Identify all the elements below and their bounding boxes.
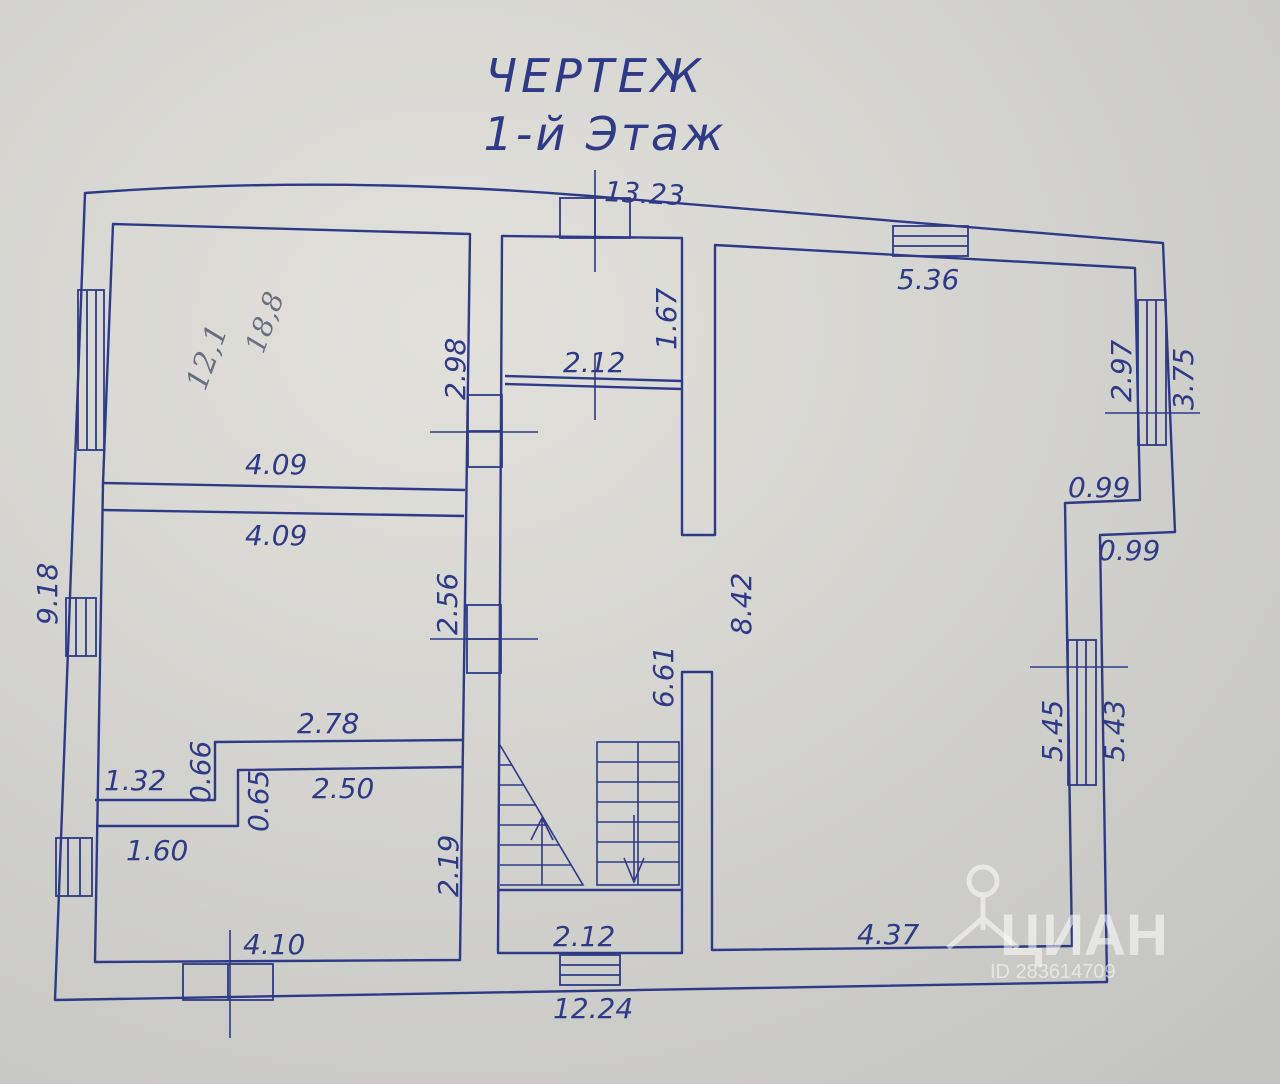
dim-room-ml-height: 2.56 [431, 573, 464, 635]
dim-big-room-top: 5.36 [897, 263, 959, 296]
window-right-lower [1067, 639, 1097, 786]
window-left-lower [55, 837, 93, 897]
window-left-middle [65, 597, 97, 657]
dim-right-lower-inner: 5.45 [1036, 700, 1069, 762]
window-bottom-left [182, 963, 274, 1001]
dim-small-room-width: 2.12 [563, 346, 625, 379]
floor-subtitle: 1-й Этаж [484, 107, 727, 161]
partition-top-middle [101, 481, 466, 518]
dim-stair-height: 2.19 [432, 835, 465, 897]
window-left-upper [77, 289, 105, 451]
dim-step-width: 2.78 [297, 707, 359, 740]
dim-room-bl-left: 1.60 [126, 834, 188, 867]
corridor-walls [496, 234, 1142, 955]
watermark-brand: ЦИАН [1000, 903, 1168, 968]
dim-left-total: 9.18 [31, 563, 64, 625]
dim-room-bl-height: 0.65 [242, 770, 275, 832]
dim-bottom-total: 12.24 [553, 992, 633, 1025]
dim-room-ml-width: 4.09 [245, 519, 307, 552]
dim-small-room-height: 1.67 [650, 287, 683, 350]
dim-top-total: 13.23 [604, 175, 686, 212]
small-room-partition [504, 374, 683, 391]
walls [53, 183, 1177, 1002]
dim-right-window-outer: 3.75 [1167, 348, 1200, 410]
dim-room-tl-width: 4.09 [245, 448, 307, 481]
dim-room-bl-bottom: 4.10 [243, 928, 305, 961]
dim-big-room-height: 8.42 [725, 573, 758, 635]
door-bottom [559, 954, 621, 986]
drawing-title: ЧЕРТЕЖ [485, 49, 704, 103]
dim-offset-outer: 0.99 [1098, 534, 1160, 567]
partition-step [95, 738, 463, 828]
dim-big-room-bottom: 4.37 [857, 918, 920, 951]
watermark: ЦИАН ID 283614709 [946, 864, 1168, 983]
dimension-ticks [229, 170, 1200, 1038]
watermark-id: ID 283614709 [990, 961, 1116, 983]
dim-offset-inner: 0.99 [1068, 471, 1130, 504]
dim-corridor-length: 6.61 [647, 646, 680, 708]
stair-flight-down [596, 741, 680, 886]
dim-hall-width: 2.12 [553, 920, 615, 953]
dim-right-lower-outer: 5.43 [1098, 700, 1131, 762]
dim-step-height: 0.66 [184, 741, 217, 803]
dim-right-window-inner: 2.97 [1105, 339, 1138, 402]
dim-room-bl-width: 2.50 [312, 772, 374, 805]
outer-wall [53, 183, 1177, 1002]
staircase [499, 741, 680, 886]
stair-flight-up [499, 744, 585, 886]
window-right-upper [1137, 299, 1167, 446]
location-pin-icon [946, 864, 1020, 950]
window-top-right [892, 225, 969, 257]
dim-nook-width: 1.32 [104, 764, 166, 797]
dimension-labels: 13.23 12.24 9.18 4.09 2.98 4.09 2.56 2.7… [31, 175, 1200, 1025]
dim-room-tl-height: 2.98 [439, 338, 472, 400]
